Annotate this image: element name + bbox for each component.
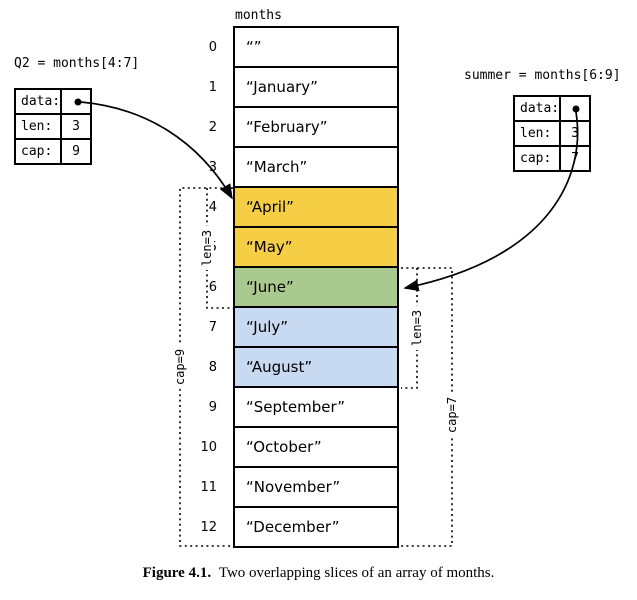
summer-data-row: data: <box>515 97 589 122</box>
q2-slice-struct: data: len: 3 cap: 9 <box>14 88 92 165</box>
array-cell: “February” <box>235 108 397 148</box>
q2-slice-title: Q2 = months[4:7] <box>14 56 140 71</box>
months-array: “” “January” “February” “March” “April” … <box>233 26 399 548</box>
array-cell: “November” <box>235 468 397 508</box>
index-label: 11 <box>200 480 217 495</box>
index-label: 8 <box>208 360 217 375</box>
array-cell: “” <box>235 28 397 68</box>
array-name-label: months <box>235 8 282 23</box>
index-label: 12 <box>200 520 217 535</box>
cap9-left-label: cap=9 <box>173 345 187 389</box>
field-label: len: <box>21 119 53 134</box>
field-value <box>60 90 90 113</box>
array-cell: “March” <box>235 148 397 188</box>
field-value: 7 <box>559 147 589 170</box>
q2-data-row: data: <box>16 90 90 115</box>
summer-slice-struct: data: len: 3 cap: 7 <box>513 95 591 172</box>
index-label: 2 <box>208 120 217 135</box>
array-cell: “December” <box>235 508 397 546</box>
figure-caption-text: Two overlapping slices of an array of mo… <box>218 565 495 581</box>
array-cell: “June” <box>235 268 397 308</box>
array-cell: “May” <box>235 228 397 268</box>
index-label: 9 <box>208 400 217 415</box>
figure-caption-number: Figure 4.1. <box>142 565 212 581</box>
index-label: 7 <box>208 320 217 335</box>
q2-len-row: len: 3 <box>16 115 90 140</box>
array-cell: “August” <box>235 348 397 388</box>
summer-cap-row: cap: 7 <box>515 147 589 170</box>
field-value: 9 <box>60 140 90 163</box>
field-value: 3 <box>60 115 90 138</box>
array-cell: “October” <box>235 428 397 468</box>
array-cell: “April” <box>235 188 397 228</box>
field-value: 3 <box>559 122 589 145</box>
field-label: len: <box>520 126 552 141</box>
cap7-right-label: cap=7 <box>445 393 459 437</box>
summer-len-row: len: 3 <box>515 122 589 147</box>
summer-slice-title: summer = months[6:9] <box>464 68 621 83</box>
len3-left-label: len=3 <box>200 226 214 270</box>
index-label: 3 <box>208 160 217 175</box>
array-cell: “September” <box>235 388 397 428</box>
field-label: data: <box>21 94 61 109</box>
len3-right-label: len=3 <box>410 306 424 350</box>
figure-caption: Figure 4.1. Two overlapping slices of an… <box>0 565 637 582</box>
index-label: 4 <box>208 200 217 215</box>
field-label: cap: <box>21 144 53 159</box>
q2-cap-row: cap: 9 <box>16 140 90 163</box>
field-label: data: <box>520 101 560 116</box>
index-label: 0 <box>208 40 217 55</box>
field-value <box>559 97 589 120</box>
array-cell: “July” <box>235 308 397 348</box>
index-label: 10 <box>200 440 217 455</box>
field-label: cap: <box>520 151 552 166</box>
index-column: 0 1 2 3 4 5 6 7 8 9 10 11 12 <box>190 28 224 548</box>
array-cell: “January” <box>235 68 397 108</box>
index-label: 6 <box>208 280 217 295</box>
index-label: 1 <box>208 80 217 95</box>
